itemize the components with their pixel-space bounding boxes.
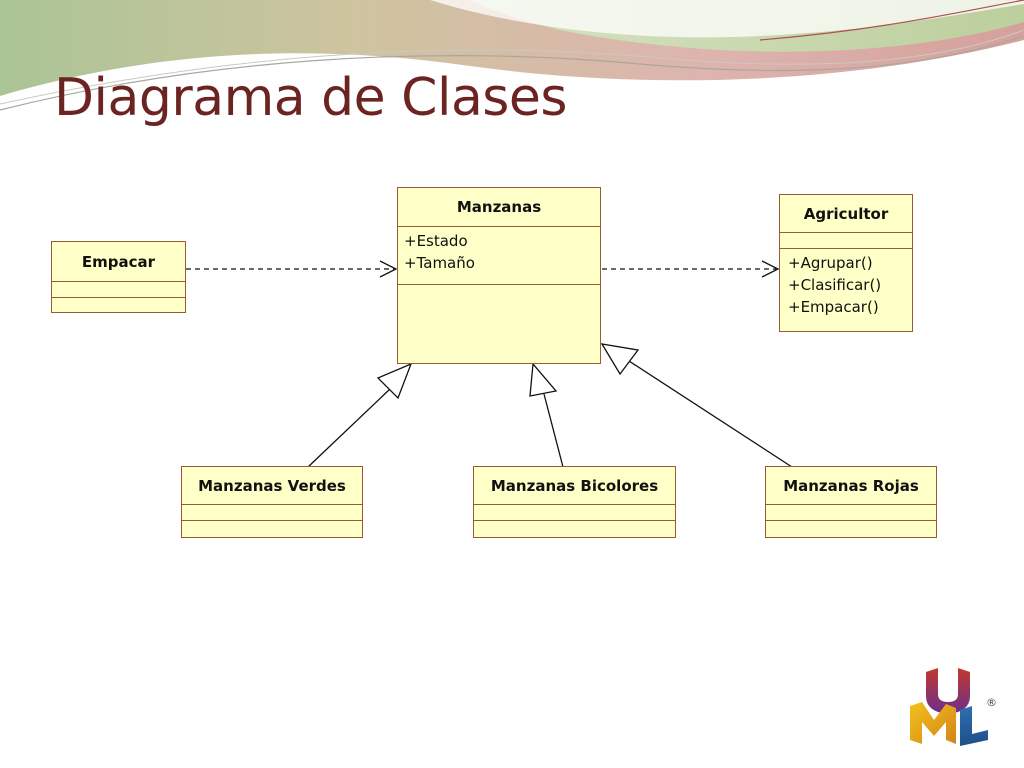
attribute-tamano: +Tamaño bbox=[404, 254, 475, 272]
operation-clasificar: +Clasificar() bbox=[788, 276, 882, 294]
slide-title: Diagrama de Clases bbox=[54, 68, 567, 128]
class-empacar-attributes bbox=[52, 282, 185, 298]
generalization-arrowhead-verdes bbox=[376, 362, 413, 400]
generalization-bicolores bbox=[543, 393, 564, 468]
class-empacar-operations bbox=[52, 298, 185, 312]
dependency-arrowhead-agricultor bbox=[761, 260, 780, 278]
class-manzanas[interactable]: Manzanas +Estado +Tamaño bbox=[397, 187, 601, 364]
uml-logo-m bbox=[910, 702, 956, 744]
header-swoosh-white bbox=[430, 0, 1024, 38]
header-line-2 bbox=[0, 29, 1024, 105]
class-manzanas-bicolores-operations bbox=[474, 521, 675, 536]
generalization-verdes bbox=[307, 388, 391, 468]
uml-logo: ® bbox=[910, 668, 997, 746]
generalization-rojas bbox=[628, 360, 793, 468]
class-manzanas-rojas-name: Manzanas Rojas bbox=[766, 467, 936, 505]
class-manzanas-verdes[interactable]: Manzanas Verdes bbox=[181, 466, 363, 538]
generalization-arrowhead-rojas bbox=[600, 343, 640, 376]
header-line-3 bbox=[759, 0, 1024, 41]
class-manzanas-rojas-operations bbox=[766, 521, 936, 536]
class-manzanas-bicolores-name: Manzanas Bicolores bbox=[474, 467, 675, 505]
class-manzanas-operations bbox=[398, 285, 600, 362]
class-manzanas-name: Manzanas bbox=[398, 188, 600, 227]
class-agricultor-attributes bbox=[780, 233, 912, 249]
header-decoration bbox=[0, 0, 1024, 111]
uml-logo-l bbox=[960, 706, 988, 746]
uml-logo-u bbox=[926, 668, 970, 714]
class-manzanas-bicolores[interactable]: Manzanas Bicolores bbox=[473, 466, 676, 538]
class-agricultor-name: Agricultor bbox=[780, 195, 912, 233]
class-manzanas-verdes-attributes bbox=[182, 505, 362, 521]
class-manzanas-bicolores-attributes bbox=[474, 505, 675, 521]
class-manzanas-rojas-attributes bbox=[766, 505, 936, 521]
uml-logo-registered: ® bbox=[986, 696, 997, 709]
header-line-1 bbox=[0, 35, 1024, 111]
operation-empacar: +Empacar() bbox=[788, 298, 879, 316]
class-manzanas-attributes: +Estado +Tamaño bbox=[398, 227, 600, 285]
class-manzanas-verdes-name: Manzanas Verdes bbox=[182, 467, 362, 505]
generalization-arrowhead-bicolores bbox=[529, 362, 558, 397]
class-empacar-name: Empacar bbox=[52, 242, 185, 282]
operation-agrupar: +Agrupar() bbox=[788, 254, 873, 272]
class-agricultor[interactable]: Agricultor +Agrupar() +Clasificar() +Emp… bbox=[779, 194, 913, 332]
class-empacar[interactable]: Empacar bbox=[51, 241, 186, 313]
attribute-estado: +Estado bbox=[404, 232, 468, 250]
dependency-arrowhead-manzanas bbox=[379, 260, 398, 278]
class-manzanas-rojas[interactable]: Manzanas Rojas bbox=[765, 466, 937, 538]
class-agricultor-operations: +Agrupar() +Clasificar() +Empacar() bbox=[780, 249, 912, 330]
class-manzanas-verdes-operations bbox=[182, 521, 362, 536]
